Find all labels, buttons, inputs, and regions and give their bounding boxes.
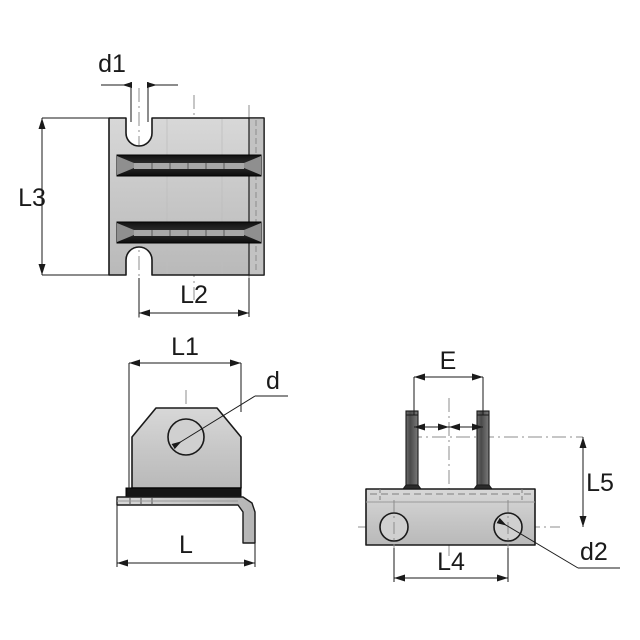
top-view-lower-rail [116,221,262,244]
dimension-L [116,505,256,567]
top-view-body-outline [108,117,265,276]
top-view-upper-rail [116,154,262,177]
E-inner-arrow-mid-left [438,423,449,431]
dimension-label-d1: d1 [98,50,126,78]
top-view-shading [166,119,223,274]
dimension-label-L: L [179,531,193,559]
dimension-label-L1: L1 [171,333,199,361]
L3-arrow-bottom [38,264,46,275]
br-bolt-left [396,410,428,498]
dimension-label-d2: d2 [580,538,608,566]
top-left-view: d1 L3 L2 [18,50,265,318]
L1-arrow-right [230,359,241,367]
dimension-label-d: d [266,367,280,395]
dimension-d2-leader [496,517,620,569]
dimension-label-L2: L2 [180,281,208,309]
L-arrow-left [117,559,128,567]
L-arrow-right [244,559,255,567]
d-leader-line [171,395,256,450]
dimension-label-L5: L5 [586,469,614,497]
E-arrow-right [472,373,483,381]
dimension-L4 [393,548,509,582]
L5-arrow-top [579,437,587,448]
dimension-L2 [138,278,250,317]
E-inner-arrow-right [472,423,483,431]
bottom-right-view: E L5 L4 d2 [358,347,620,582]
L2-arrow-right [238,309,249,317]
dimension-d1 [101,82,178,122]
bl-seal-band [125,487,242,498]
dimension-L3 [38,117,112,276]
L5-arrow-bottom [579,516,587,527]
L2-arrow-left [139,309,150,317]
top-view-right-flange [248,117,265,276]
E-inner-arrow-mid-right [449,423,460,431]
L1-arrow-left [129,359,140,367]
d2-leader-line [496,517,579,569]
L4-arrow-left [394,574,405,582]
bl-bore-hole [167,418,205,456]
bl-plate-notches [117,498,238,505]
dimension-L1 [128,359,242,492]
bl-base-plate [116,496,256,544]
dimension-E [413,373,484,431]
dimension-label-L3: L3 [18,184,46,212]
dimension-L5 [579,437,587,527]
bottom-left-view: L1 d L [116,333,288,567]
dimension-d-leader [171,395,288,450]
E-arrow-left [414,373,425,381]
L4-arrow-right [497,574,508,582]
E-inner-arrow-left [414,423,425,431]
L3-arrow-top [38,118,46,129]
dimension-label-E: E [440,347,457,375]
dimension-label-L4: L4 [437,548,465,576]
br-base-plate [365,488,536,546]
